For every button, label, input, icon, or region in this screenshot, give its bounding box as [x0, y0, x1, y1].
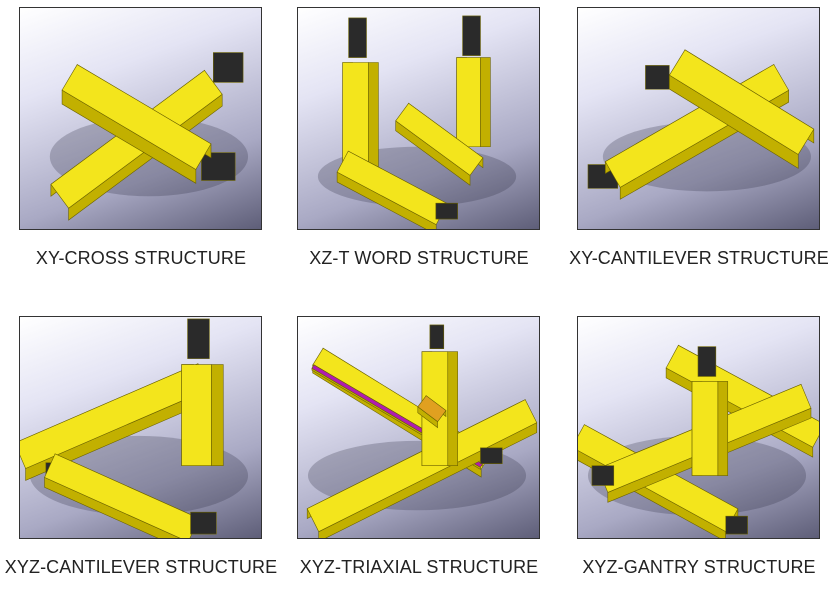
linear-rail-icon: [181, 364, 212, 466]
product-image-xyz-triaxial[interactable]: [297, 316, 540, 539]
servo-motor-icon: [187, 318, 210, 359]
render-xyz-cantilever: [20, 318, 249, 538]
product-caption[interactable]: XYZ-GANTRY STRUCTURE: [582, 557, 816, 577]
product-image-xyz-cantilever[interactable]: [19, 316, 262, 539]
servo-motor-icon: [462, 15, 481, 56]
product-caption[interactable]: XY-CANTILEVER STRUCTURE: [569, 248, 829, 268]
linear-rail-icon: [668, 49, 815, 155]
render-xy-cantilever: [587, 49, 815, 200]
linear-rail-icon: [691, 381, 719, 476]
product-caption[interactable]: XY-CROSS STRUCTURE: [35, 248, 247, 268]
product-image-xy-cross[interactable]: [19, 7, 262, 230]
servo-motor-icon: [429, 324, 445, 350]
servo-motor-icon: [591, 465, 615, 486]
render-xz-t-word: [317, 15, 517, 229]
render-xyz-gantry: [578, 344, 819, 538]
servo-motor-icon: [645, 65, 670, 90]
rail-side-icon: [717, 381, 729, 476]
linear-rail-icon: [395, 102, 484, 176]
linear-rail-icon: [417, 395, 447, 423]
servo-motor-icon: [348, 17, 367, 58]
linear-rail-icon: [61, 64, 212, 170]
linear-rail-icon: [456, 57, 481, 148]
servo-motor-icon: [213, 52, 244, 83]
product-image-xy-cantilever[interactable]: [577, 7, 820, 230]
servo-motor-icon: [697, 346, 717, 377]
product-caption[interactable]: XYZ-TRIAXIAL STRUCTURE: [299, 557, 539, 577]
rail-side-icon: [480, 57, 491, 148]
servo-motor-icon: [190, 511, 217, 535]
linear-rail-icon: [342, 62, 369, 167]
product-caption[interactable]: XYZ-CANTILEVER STRUCTURE: [4, 557, 278, 577]
servo-motor-icon: [725, 515, 748, 535]
servo-motor-icon: [480, 447, 503, 464]
linear-rail-icon: [20, 363, 210, 469]
servo-motor-icon: [435, 202, 458, 220]
servo-motor-icon: [201, 152, 236, 181]
rail-side-icon: [368, 62, 379, 167]
rail-side-icon: [447, 351, 458, 466]
render-xy-cross: [49, 52, 249, 221]
product-caption[interactable]: XZ-T WORD STRUCTURE: [309, 248, 529, 268]
product-image-xz-t-word[interactable]: [297, 7, 540, 230]
rail-side-icon: [211, 364, 224, 466]
render-xyz-triaxial: [306, 324, 538, 538]
product-image-xyz-gantry[interactable]: [577, 316, 820, 539]
